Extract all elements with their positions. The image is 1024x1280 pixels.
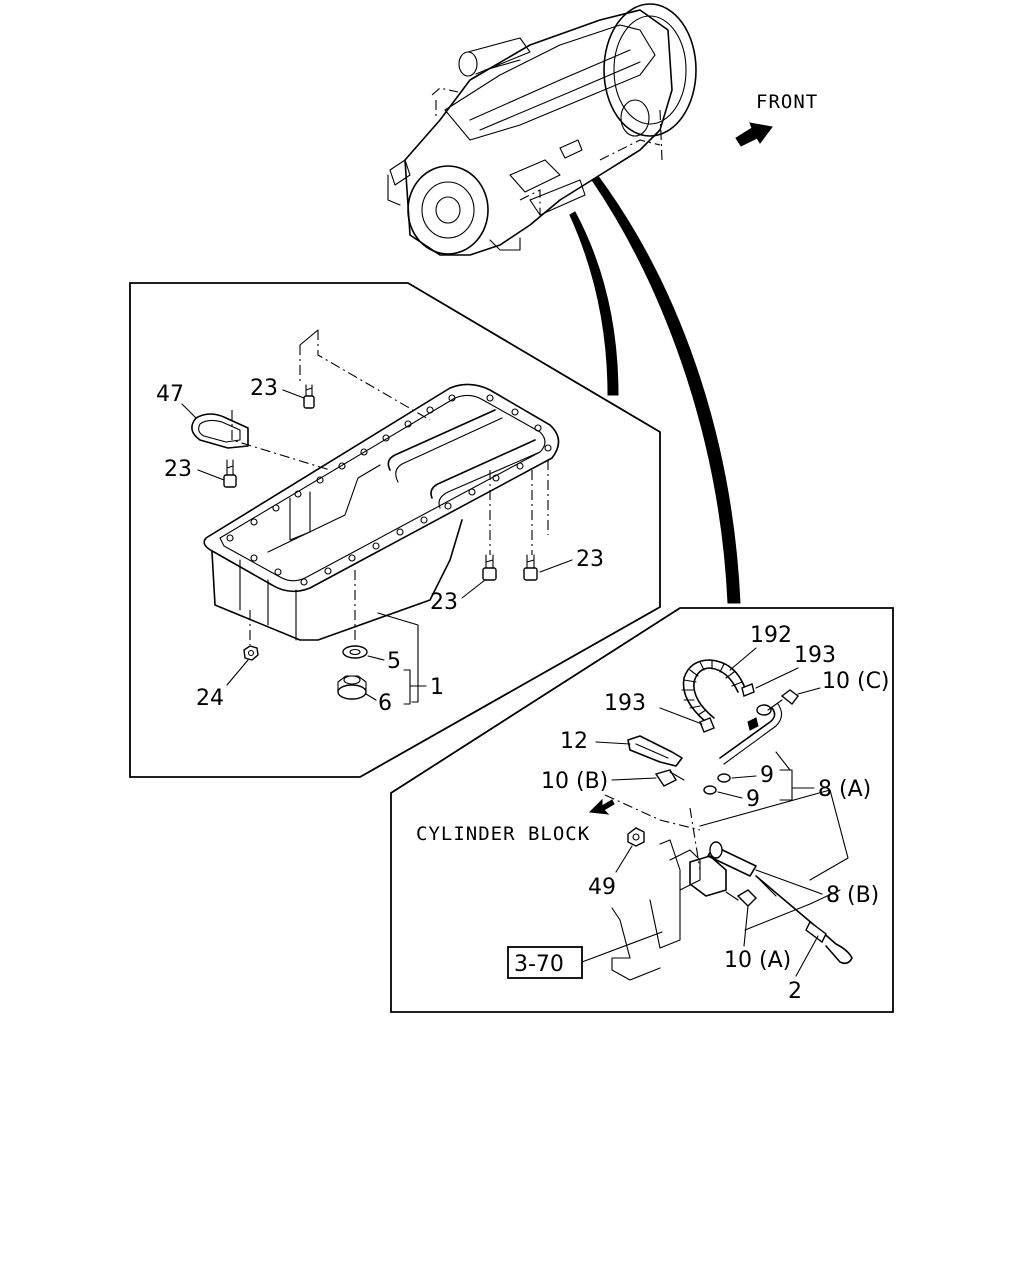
label-9-upper: 9 <box>760 763 774 788</box>
front-arrow-icon <box>735 122 773 147</box>
detail-callout-leaders <box>569 175 741 604</box>
oil-pan-callouts: 47 23 23 23 23 5 6 1 24 <box>156 376 604 716</box>
label-8a: 8 (A) <box>818 777 871 802</box>
dipstick-callouts: 192 193 10 (C) 193 12 10 (B) 9 9 8 (A) 8… <box>416 623 890 1004</box>
engine-illustration <box>387 3 697 256</box>
label-23-bottom-right: 23 <box>576 547 604 572</box>
label-6: 6 <box>378 691 392 716</box>
oil-pan-detail-frame <box>129 282 661 778</box>
label-24: 24 <box>196 686 224 711</box>
dipstick-detail-frame <box>390 607 894 1013</box>
label-8b: 8 (B) <box>826 883 879 908</box>
label-193-right: 193 <box>794 643 836 668</box>
bolt-23-bottom-right <box>523 554 538 581</box>
bolt-23-top <box>303 384 315 409</box>
label-5: 5 <box>387 649 401 674</box>
cylinder-block-label: CYLINDER BLOCK <box>416 823 590 845</box>
bolt-23-bottom-mid <box>482 554 497 581</box>
front-direction-indicator: FRONT <box>735 91 818 147</box>
dipstick-illustration <box>604 659 853 981</box>
front-label: FRONT <box>756 91 818 113</box>
drain-plug-6 <box>337 675 367 700</box>
label-1: 1 <box>430 675 444 700</box>
label-10b: 10 (B) <box>541 769 608 794</box>
label-23-bottom-mid: 23 <box>430 590 458 615</box>
label-193-left: 193 <box>604 691 646 716</box>
label-2: 2 <box>788 979 802 1004</box>
label-10c: 10 (C) <box>822 669 890 694</box>
label-9-lower: 9 <box>746 787 760 812</box>
label-192: 192 <box>750 623 792 648</box>
label-10a: 10 (A) <box>724 948 791 973</box>
reference-box-label: 3-70 <box>514 952 564 977</box>
nut-24 <box>243 645 259 661</box>
label-12: 12 <box>560 729 588 754</box>
bolt-23-left <box>223 459 237 488</box>
drain-washer-5 <box>342 645 368 659</box>
oil-pan-bracket-47 <box>191 413 249 449</box>
cylinder-block-arrow-icon <box>588 798 615 815</box>
label-49: 49 <box>588 875 616 900</box>
label-23-top: 23 <box>250 376 278 401</box>
label-47: 47 <box>156 382 184 407</box>
label-23-left: 23 <box>164 457 192 482</box>
